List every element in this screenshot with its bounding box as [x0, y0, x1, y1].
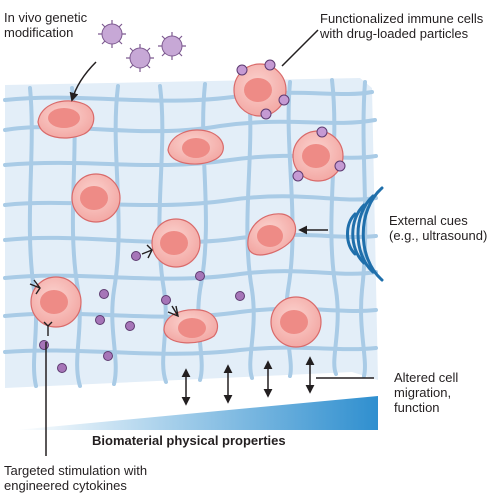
functionalized-cell	[233, 63, 287, 117]
immune-cell	[247, 213, 297, 256]
immune-cell	[30, 276, 82, 328]
immune-cell	[71, 173, 121, 223]
functionalized-cell	[292, 130, 344, 182]
immune-cell	[270, 296, 322, 348]
virus-arrow	[69, 61, 97, 102]
functionalized-leader	[281, 29, 319, 67]
label-biomaterial-properties: Biomaterial physical properties	[92, 433, 286, 448]
immune-cell	[167, 129, 224, 165]
ultrasound-waves-icon	[346, 186, 384, 282]
label-altered-migration: Altered cell migration, function	[394, 370, 459, 415]
label-in-vivo-modification: In vivo genetic modification	[4, 10, 88, 40]
cytokine-receptor-icon	[29, 244, 179, 336]
immune-cell	[37, 100, 95, 139]
label-functionalized-cells: Functionalized immune cells with drug-lo…	[320, 11, 484, 41]
label-external-cues: External cues (e.g., ultrasound)	[389, 213, 488, 243]
label-targeted-stimulation: Targeted stimulation with engineered cyt…	[4, 463, 148, 493]
virus-icon	[98, 20, 186, 72]
biomaterial-gradient-bar	[16, 396, 378, 430]
immune-cell	[151, 218, 201, 268]
immune-cell	[163, 309, 219, 344]
drug-loaded-particles	[236, 59, 346, 182]
